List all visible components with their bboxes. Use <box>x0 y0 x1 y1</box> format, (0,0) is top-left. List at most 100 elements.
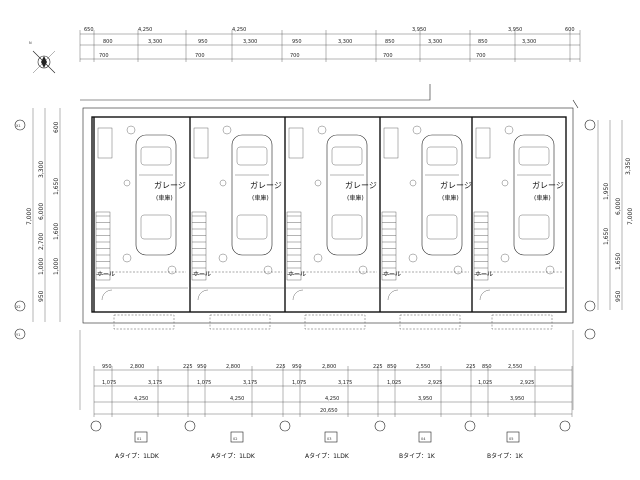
door-swing <box>197 289 209 301</box>
unit-type-label: Aタイプ：1LDK <box>211 452 256 460</box>
top-dim2-3: 950 <box>198 39 208 45</box>
bottom-dim2-1: 1,075 <box>102 380 116 386</box>
top-dim2-9: 850 <box>478 39 488 45</box>
right-dim-3: 7,000 <box>627 208 634 225</box>
top-dim2-8: 3,300 <box>428 39 442 45</box>
fixture-icon <box>358 265 368 275</box>
outlet-icon <box>501 179 509 187</box>
door-swing <box>101 289 113 301</box>
unit-type-label: Bタイプ：1K <box>399 452 436 460</box>
right-dim-4: 1,950 <box>603 183 610 200</box>
bottom-dim1-13: 850 <box>482 364 492 370</box>
bottom-dim1-14: 2,550 <box>508 364 522 370</box>
unit-number-box <box>506 431 520 443</box>
top-dim-3: 4,250 <box>232 27 246 33</box>
grid-marker-icon <box>559 420 571 432</box>
stair <box>473 211 489 281</box>
bottom-dim1-3: 225 <box>183 364 193 370</box>
unit-number: 03 <box>327 437 331 441</box>
bottom-dim3-2: 4,250 <box>230 396 244 402</box>
unit-type-label: Aタイプ：1LDK <box>305 452 350 460</box>
top-dim-5: 3,950 <box>508 27 522 33</box>
svg-text:X1: X1 <box>16 124 21 128</box>
left-dim-10: 1,000 <box>53 258 60 275</box>
fixture-icon <box>313 253 323 263</box>
garage-sublabel: (車庫) <box>534 194 551 202</box>
stair <box>95 211 111 281</box>
bottom-dim1-2: 2,800 <box>130 364 144 370</box>
bottom-dim2-8: 2,925 <box>428 380 442 386</box>
garage-label: ガレージ <box>532 180 564 190</box>
top-dim3-4: 700 <box>383 53 393 59</box>
fixture-icon <box>222 125 232 135</box>
bottom-dim2-3: 1,075 <box>197 380 211 386</box>
entry-box <box>475 127 491 159</box>
bottom-total: 20,650 <box>320 408 338 414</box>
fixture-icon <box>317 125 327 135</box>
unit-number-box <box>418 431 432 443</box>
left-dim-2: 3,300 <box>38 161 45 178</box>
car-icon <box>231 134 273 256</box>
garage-sublabel: (車庫) <box>347 194 364 202</box>
grid-marker-icon <box>90 420 102 432</box>
left-dim-8: 1,000 <box>38 258 45 275</box>
note-box <box>399 314 461 330</box>
top-dim-4: 3,950 <box>412 27 426 33</box>
svg-text:Y1: Y1 <box>16 333 20 337</box>
hall-label: ホール <box>475 271 493 278</box>
fixture-icon <box>167 265 177 275</box>
unit-02: ガレージ(車庫)ホール <box>189 117 284 330</box>
fixture-icon <box>504 125 514 135</box>
top-dim2-2: 3,300 <box>148 39 162 45</box>
bottom-dim2-9: 1,025 <box>478 380 492 386</box>
car-icon <box>135 134 177 256</box>
note-box <box>209 314 271 330</box>
right-dimensions: 3,350 6,000 7,000 1,950 1,650 1,650 950 <box>597 120 634 310</box>
svg-text:X2: X2 <box>16 305 21 309</box>
top-dim3-3: 700 <box>290 53 300 59</box>
bottom-dim1-5: 2,800 <box>226 364 240 370</box>
garage-label: ガレージ <box>250 180 282 190</box>
hall-label: ホール <box>383 271 401 278</box>
car-icon <box>326 134 368 256</box>
top-dim-1: 650 <box>84 27 94 33</box>
bottom-dim1-4: 950 <box>197 364 207 370</box>
bottom-dim1-11: 2,550 <box>416 364 430 370</box>
entry-box <box>288 127 304 159</box>
fixture-icon <box>408 253 418 263</box>
bottom-dim1-8: 2,800 <box>322 364 336 370</box>
bottom-dim2-2: 3,175 <box>148 380 162 386</box>
hall-label: ホール <box>288 271 306 278</box>
outlet-icon <box>219 179 227 187</box>
left-dim-6: 2,700 <box>38 233 45 250</box>
right-dim-5: 1,650 <box>603 228 610 245</box>
top-dim-6: 600 <box>565 27 575 33</box>
svg-text:N: N <box>29 41 32 45</box>
right-dim-2: 6,000 <box>615 198 622 215</box>
note-box <box>113 314 175 330</box>
entry-box <box>97 127 113 159</box>
bottom-dim3-4: 3,950 <box>418 396 432 402</box>
car-icon <box>513 134 555 256</box>
top-dim3-5: 700 <box>476 53 486 59</box>
unit-03: ガレージ(車庫)ホール <box>284 117 379 330</box>
grid-marker-icon <box>184 420 196 432</box>
north-arrow-icon: N <box>29 41 56 74</box>
bottom-dim2-4: 3,175 <box>243 380 257 386</box>
note-box <box>304 314 366 330</box>
right-dim-7: 950 <box>615 290 622 302</box>
outlet-icon <box>314 179 322 187</box>
left-dim-4: 7,000 <box>26 208 33 225</box>
top-dim-2: 4,250 <box>138 27 152 33</box>
grid-marker-icon <box>464 420 476 432</box>
unit-number: 02 <box>233 437 237 441</box>
garage-label: ガレージ <box>440 180 472 190</box>
hall-label: ホール <box>193 271 211 278</box>
bottom-dim1-9: 225 <box>373 364 383 370</box>
entry-box <box>193 127 209 159</box>
door-swing <box>479 289 491 301</box>
bottom-dim1-6: 225 <box>276 364 286 370</box>
door-swing <box>387 289 399 301</box>
fixture-icon <box>545 265 555 275</box>
